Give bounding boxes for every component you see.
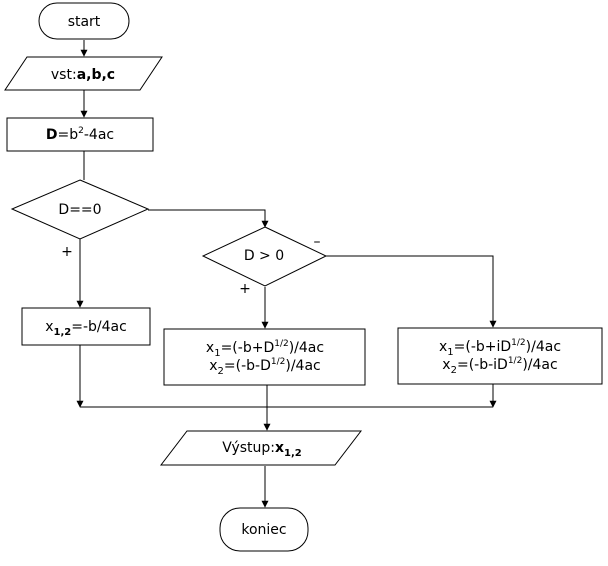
decision-positive-yes-label: + <box>239 281 251 297</box>
discriminant-node: D=b2-4ac <box>6 117 154 152</box>
result-complex-line2: x2=(-b-iD1/2)/4ac <box>442 356 557 376</box>
connector-zero-no <box>148 209 269 228</box>
result-single-label: x1,2=-b/4ac <box>45 319 127 338</box>
input-node: vst:a,b,c <box>4 56 163 91</box>
decision-zero-label: D==0 <box>58 202 101 218</box>
decision-zero-yes-label: + <box>61 244 73 260</box>
output-node: Výstup:x1,2 <box>159 430 363 466</box>
output-label: Výstup:x1,2 <box>222 440 302 459</box>
end-terminator: koniec <box>219 507 309 552</box>
decision-positive: D > 0 + – <box>201 226 328 297</box>
discriminant-label: D=b2-4ac <box>46 126 114 143</box>
result-real-line2: x2=(-b-D1/2)/4ac <box>209 357 321 377</box>
connector-positive-no <box>326 255 497 328</box>
end-label: koniec <box>241 522 286 538</box>
result-complex-line1: x1=(-b+iD1/2)/4ac <box>439 338 561 358</box>
result-real-node: x1=(-b+D1/2)/4ac x2=(-b-D1/2)/4ac <box>163 328 366 386</box>
decision-zero: D==0 + <box>10 179 150 260</box>
start-terminator: start <box>38 2 130 40</box>
input-label: vst:a,b,c <box>51 67 115 83</box>
result-real-line1: x1=(-b+D1/2)/4ac <box>206 339 324 359</box>
decision-positive-no-label: – <box>314 234 321 250</box>
connectors <box>76 40 497 508</box>
start-label: start <box>68 14 101 30</box>
decision-positive-label: D > 0 <box>244 248 284 264</box>
result-single-node: x1,2=-b/4ac <box>21 307 151 346</box>
result-complex-node: x1=(-b+iD1/2)/4ac x2=(-b-iD1/2)/4ac <box>397 327 603 385</box>
